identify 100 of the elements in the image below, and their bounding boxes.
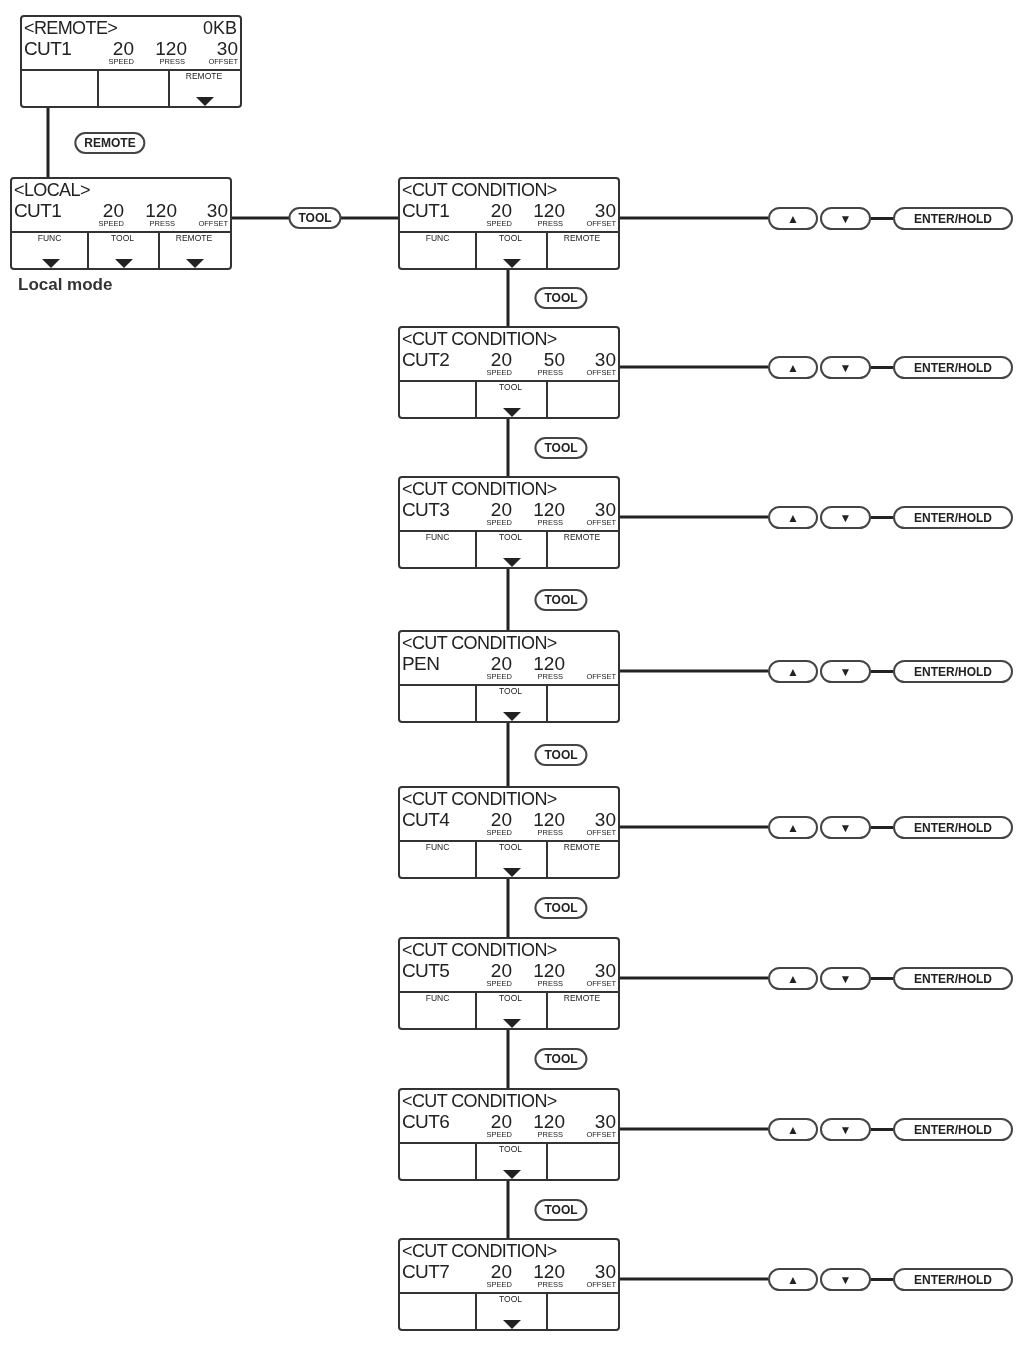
setting-value: 20 (490, 201, 512, 220)
key-button: ▲ (768, 207, 818, 230)
key-label: TOOL (534, 1048, 588, 1070)
setting-value: 120 (533, 201, 565, 220)
connector-line (620, 1277, 768, 1281)
soft-key-label: TOOL (498, 383, 523, 392)
soft-key-label: REMOTE (562, 533, 602, 542)
key-label: TOOL (534, 743, 588, 766)
setting-value: 20 (490, 500, 512, 519)
connector-line (46, 108, 50, 177)
screen-title: <CUT CONDITION> (402, 1242, 557, 1260)
setting-value: 30 (594, 500, 616, 519)
soft-key-label: TOOL (498, 1295, 523, 1304)
setting-value: 120 (145, 201, 177, 220)
soft-key-label: TOOL (498, 994, 523, 1003)
key-label: TOOL (534, 1198, 588, 1221)
key-button: ▲ (768, 1268, 818, 1291)
setting-value: 20 (490, 654, 512, 673)
soft-key-label: REMOTE (562, 843, 602, 852)
connector-line (620, 976, 768, 980)
key-label: REMOTE (74, 131, 146, 154)
screen-title: <CUT CONDITION> (402, 941, 557, 959)
screen-title: <CUT CONDITION> (402, 790, 557, 808)
key-label: TOOL (534, 436, 588, 459)
key-label: TOOL (534, 287, 588, 309)
connector-line (506, 270, 510, 326)
connector-line (871, 1128, 893, 1131)
connector-line (506, 1030, 510, 1088)
lcd-screen (398, 1088, 620, 1181)
connector-line (871, 670, 893, 673)
connector-line (871, 516, 893, 519)
setting-value: 30 (594, 1112, 616, 1131)
tool-name: CUT4 (402, 810, 450, 829)
lcd-screen (10, 177, 232, 270)
key-button: ▼ (820, 816, 871, 839)
tool-name: CUT2 (402, 350, 450, 369)
connector-line (871, 366, 893, 369)
connector-line (871, 826, 893, 829)
connector-line (506, 723, 510, 786)
screen-title: <CUT CONDITION> (402, 634, 557, 652)
lcd-screen (398, 630, 620, 723)
memory-size: 0KB (202, 19, 237, 37)
key-button: ▼ (820, 207, 871, 230)
setting-value: 30 (206, 201, 228, 220)
soft-key-label: FUNC (424, 994, 451, 1003)
tool-name: CUT7 (402, 1262, 450, 1281)
key-button: ENTER/HOLD (893, 1118, 1013, 1141)
screen-title: <CUT CONDITION> (402, 181, 557, 199)
lcd-screen (398, 937, 620, 1030)
key-button: ENTER/HOLD (893, 967, 1013, 990)
lcd-screen (20, 15, 242, 108)
key-button: ▲ (768, 660, 818, 683)
lcd-screen (398, 476, 620, 569)
key-button: ▲ (768, 1118, 818, 1141)
key-button: ENTER/HOLD (893, 816, 1013, 839)
connector-line (506, 419, 510, 476)
soft-key-label: FUNC (36, 234, 63, 243)
connector-line (620, 515, 768, 519)
setting-value: 30 (594, 350, 616, 369)
key-button: ENTER/HOLD (893, 660, 1013, 683)
key-button: ▲ (768, 816, 818, 839)
key-button: ▲ (768, 967, 818, 990)
tool-name: PEN (402, 654, 440, 673)
key-button: ▼ (820, 660, 871, 683)
connector-line (506, 879, 510, 937)
tool-name: CUT1 (402, 201, 450, 220)
setting-value: 120 (533, 500, 565, 519)
tool-name: CUT1 (14, 201, 62, 220)
lcd-screen (398, 1238, 620, 1331)
setting-value: 120 (155, 39, 187, 58)
key-button: ▼ (820, 967, 871, 990)
screen-title: <LOCAL> (14, 181, 90, 199)
soft-key-label: REMOTE (562, 994, 602, 1003)
setting-value: 30 (594, 961, 616, 980)
tool-name: CUT1 (24, 39, 72, 58)
soft-key-label: TOOL (498, 1145, 523, 1154)
setting-value: 120 (533, 1112, 565, 1131)
lcd-screen (398, 786, 620, 879)
connector-line (620, 825, 768, 829)
key-label: TOOL (288, 207, 342, 229)
soft-key-label: FUNC (424, 234, 451, 243)
soft-key-label: FUNC (424, 843, 451, 852)
screen-title: <REMOTE> (24, 19, 118, 37)
mode-caption: Local mode (18, 275, 113, 295)
soft-key-label: TOOL (498, 533, 523, 542)
key-button: ▼ (820, 356, 871, 379)
soft-key-label: TOOL (498, 687, 523, 696)
connector-line (871, 1278, 893, 1281)
setting-value: 20 (490, 350, 512, 369)
setting-value: 50 (543, 350, 565, 369)
tool-name: CUT5 (402, 961, 450, 980)
lcd-screen (398, 326, 620, 419)
key-button: ▼ (820, 1268, 871, 1291)
key-button: ENTER/HOLD (893, 1268, 1013, 1291)
setting-value: 20 (102, 201, 124, 220)
setting-value: 120 (533, 810, 565, 829)
setting-value: 20 (490, 810, 512, 829)
connector-line (871, 217, 893, 220)
key-button: ▲ (768, 356, 818, 379)
setting-value: 120 (533, 961, 565, 980)
